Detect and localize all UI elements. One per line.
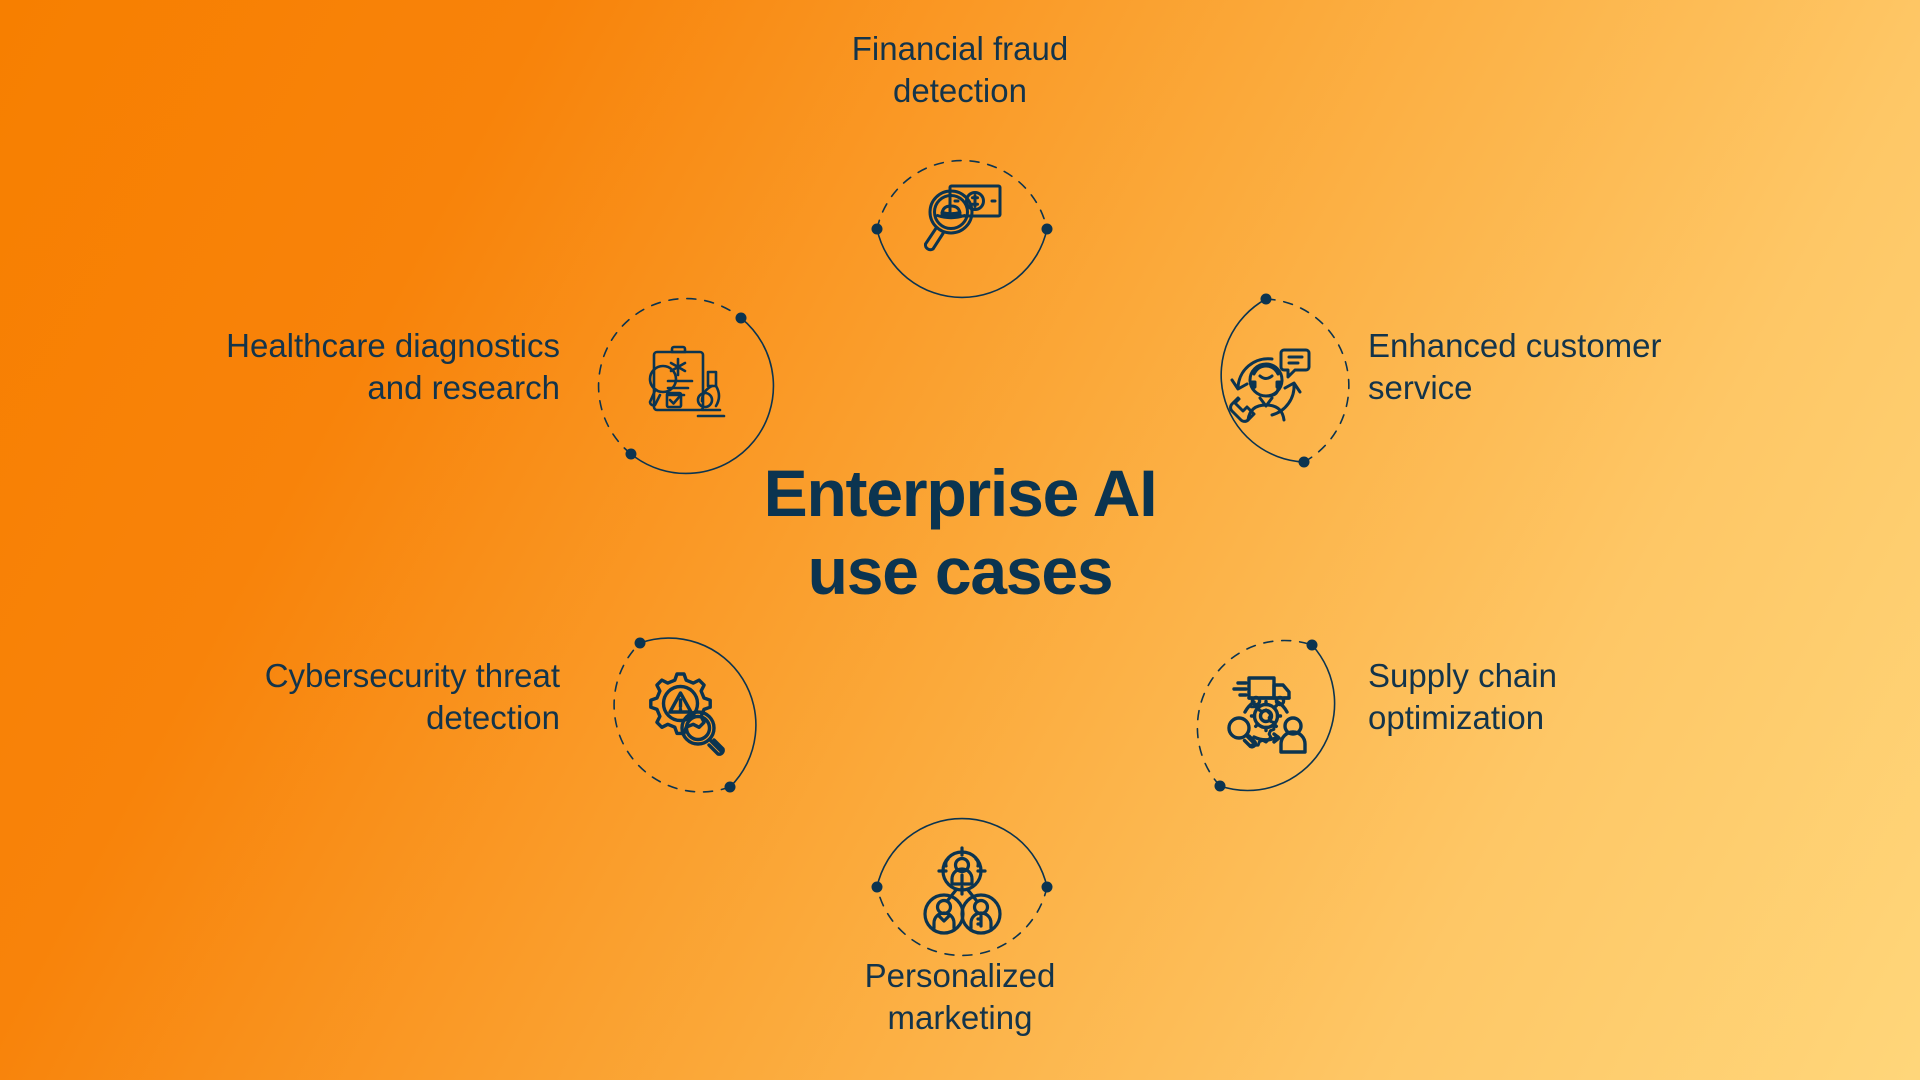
label-healthcare-diagnostics: Healthcare diagnostics and research: [226, 327, 560, 407]
target-audience-people-icon: [923, 846, 1002, 935]
label-supply-chain: Supply chain optimization: [1368, 657, 1557, 737]
orbit-ring: [1196, 639, 1336, 792]
node-healthcare-diagnostics[interactable]: [592, 292, 780, 480]
node-personalized-marketing[interactable]: [868, 800, 1056, 988]
label-financial-fraud: Financial fraud detection: [851, 30, 1069, 110]
orbit-ring: [597, 297, 775, 475]
orbit-ring: [871, 817, 1053, 957]
orbit-ring: [1220, 293, 1350, 468]
gear-warning-magnifier-icon: [649, 672, 725, 756]
label-enhanced-customer-service: Enhanced customer service: [1368, 327, 1662, 407]
label-cybersecurity-threat: Cybersecurity threat detection: [264, 657, 560, 737]
label-personalized-marketing: Personalized marketing: [864, 957, 1056, 1037]
page-title: Enterprise AI use cases: [763, 456, 1158, 608]
node-supply-chain[interactable]: [1172, 622, 1360, 810]
headset-agent-chat-icon: [1229, 348, 1311, 423]
magnifier-fedora-banknote-icon: [923, 184, 1002, 252]
node-enhanced-customer-service[interactable]: [1172, 292, 1360, 480]
clipboard-microscope-magnifier-icon: [648, 345, 726, 418]
orbit-ring: [871, 159, 1053, 299]
truck-gear-person-icon: [1227, 676, 1307, 754]
node-financial-fraud[interactable]: [868, 128, 1056, 316]
orbit-ring: [613, 637, 757, 793]
node-cybersecurity-threat[interactable]: [592, 622, 780, 810]
